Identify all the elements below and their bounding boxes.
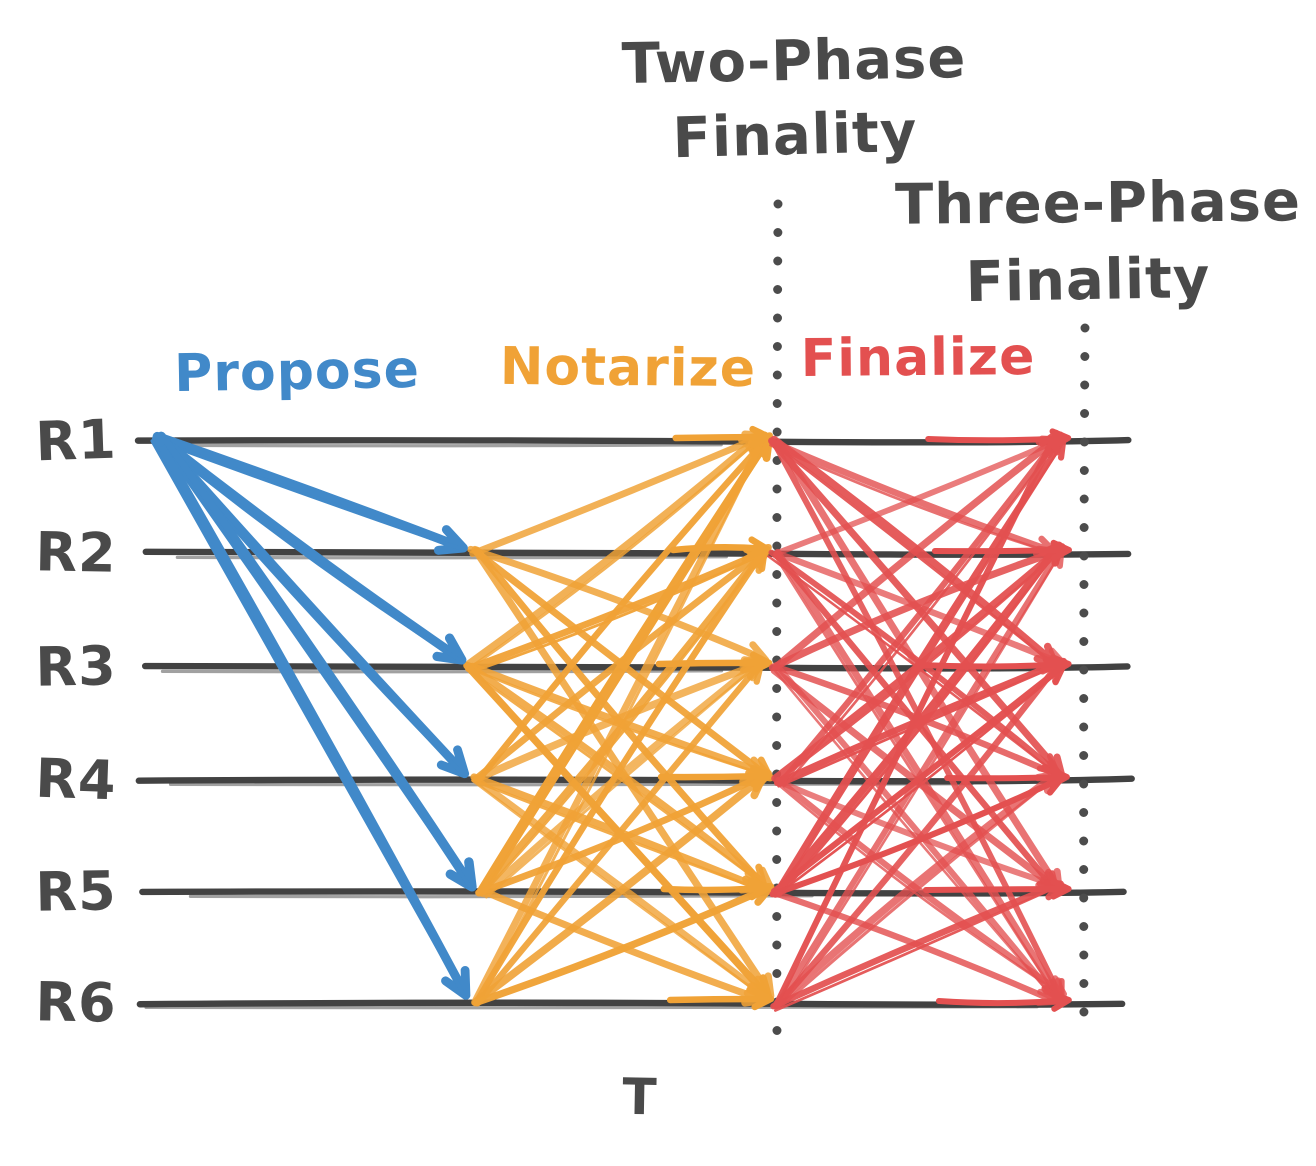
finality-dotted-line-1 xyxy=(772,199,783,1046)
finalize-self-arrow-R6 xyxy=(935,990,1072,1012)
milestone-two-phase-finality-line1: Two-Phase xyxy=(621,25,967,98)
phase-label-propose: Propose xyxy=(173,339,421,405)
propose-arrow-R1-R5-sketch xyxy=(156,436,473,890)
finalize-arrow-R2-R4-sketch xyxy=(767,555,1058,776)
replica-line-under-R2 xyxy=(175,555,728,560)
notarize-arrow-R3-R2-sketch xyxy=(468,550,769,674)
notarize-arrows xyxy=(463,425,775,1011)
finalize-arrow-R6-R5-sketch xyxy=(773,883,1063,1012)
finality-markers xyxy=(772,199,1090,1046)
finality-dotted-line-2 xyxy=(1079,323,1090,1044)
notarize-arrow-R5-R3-sketch xyxy=(484,659,764,899)
propose-arrow-R1-R6-sketch xyxy=(150,439,467,998)
finalize-arrow-R5-R2-sketch xyxy=(777,544,1062,898)
replica-label-R5: R5 xyxy=(34,859,118,924)
notarize-self-arrow-R3 xyxy=(655,651,773,675)
finalize-self-arrow-R4 xyxy=(944,766,1070,789)
replica-line-R2 xyxy=(142,548,1132,558)
notarize-self-arrow-R5 xyxy=(660,877,771,901)
replica-label-R2: R2 xyxy=(34,520,118,585)
finalize-self-arrow-R5 xyxy=(922,878,1072,900)
finalize-arrow-R6-R4-sketch xyxy=(778,774,1059,1009)
replica-label-R3: R3 xyxy=(34,634,118,699)
propose-arrow-R1-R3-sketch xyxy=(156,439,463,664)
finalize-self-arrow-R1 xyxy=(925,428,1072,450)
notarize-self-arrow-R6 xyxy=(666,987,775,1011)
notarize-arrow-R3-R1-sketch xyxy=(470,434,764,669)
replica-line-under-R3 xyxy=(160,669,724,674)
finalize-arrow-R5-R3-sketch xyxy=(775,665,1066,897)
time-axis-label: T xyxy=(621,1067,659,1127)
propose-arrow-R1-R6 xyxy=(152,434,471,1000)
propose-arrows xyxy=(150,431,477,1000)
notarize-self-arrow-R4 xyxy=(657,765,773,788)
phase-label-finalize: Finalize xyxy=(800,326,1036,390)
finalize-arrows xyxy=(767,428,1072,1012)
finalize-arrow-R6-R2-sketch xyxy=(780,547,1065,1006)
finalize-arrow-R4-R6-sketch xyxy=(774,781,1065,997)
finalize-self-arrow-R2 xyxy=(931,539,1072,561)
replica-label-R6: R6 xyxy=(34,970,118,1035)
phase-label-notarize: Notarize xyxy=(499,336,757,400)
notarize-self-arrow-R2 xyxy=(669,536,771,559)
replica-label-R1: R1 xyxy=(34,407,118,474)
finalize-self-arrow-R3 xyxy=(916,654,1072,676)
milestone-three-phase-finality-line1: Three-Phase xyxy=(894,169,1302,238)
propose-origin-point xyxy=(152,433,166,447)
notarize-self-arrow-R1 xyxy=(672,425,773,449)
milestone-two-phase-finality-line2: Finality xyxy=(671,99,919,172)
replica-line-under-R1 xyxy=(178,443,723,448)
milestone-three-phase-finality-line2: Finality xyxy=(965,245,1211,316)
replica-label-R4: R4 xyxy=(34,746,118,813)
propose-arrow-R1-R2-sketch xyxy=(153,438,465,552)
